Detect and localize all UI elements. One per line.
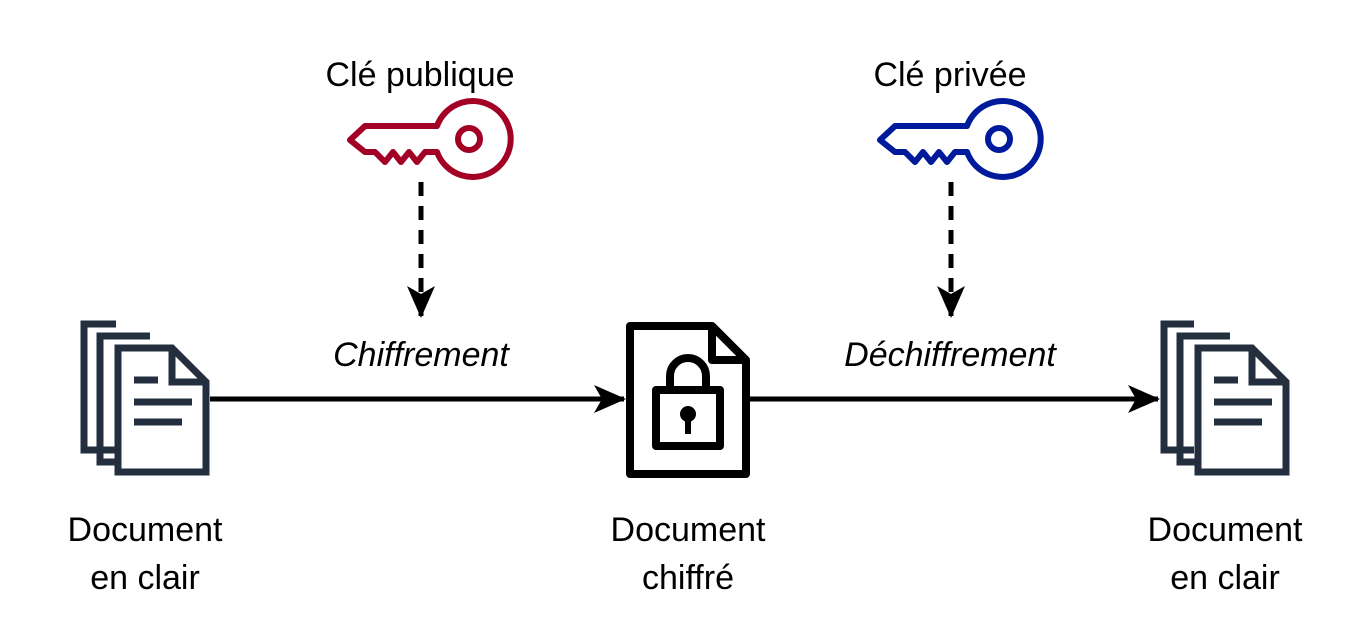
documents-icon [80, 320, 210, 476]
documents-icon [1160, 320, 1290, 476]
private-key-icon [877, 98, 1044, 180]
plain-doc-left-caption-line2: en clair [90, 559, 200, 597]
locked-file-icon [626, 322, 750, 478]
plain-doc-right-caption-line2: en clair [1170, 559, 1280, 597]
encrypt-step-label: Chiffrement [333, 336, 510, 374]
decrypt-step-label: Déchiffrement [844, 336, 1057, 374]
plain-doc-left-caption-line1: Document [68, 511, 224, 549]
public-key-label: Clé publique [325, 56, 514, 94]
encrypted-doc-caption-line1: Document [611, 511, 767, 549]
encrypted-doc-caption-line2: chiffré [642, 559, 734, 597]
public-key-icon [347, 98, 514, 180]
private-key-label: Clé privée [873, 56, 1026, 94]
plain-doc-right-caption-line1: Document [1148, 511, 1304, 549]
